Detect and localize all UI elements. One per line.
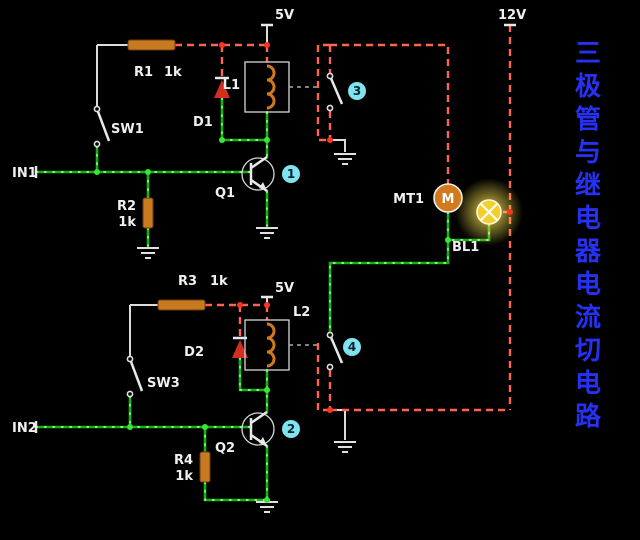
wire-segment	[203, 425, 269, 502]
title-char: 极	[575, 72, 602, 102]
wire-dots-overlay	[239, 357, 268, 413]
title-char: 电	[575, 369, 601, 399]
wire-segment	[330, 43, 450, 184]
terminal-in1[interactable]: IN1	[12, 166, 38, 181]
motor-letter: M	[442, 192, 455, 207]
wire-dots-overlay	[329, 239, 449, 333]
badge-4: 4	[343, 338, 361, 356]
transistor-q2[interactable]: Q2	[215, 410, 275, 456]
relay-coil-l2[interactable]: L2	[244, 305, 310, 371]
switch-sw1[interactable]: SW1	[93, 105, 144, 148]
q1-label: Q1	[215, 186, 235, 201]
badge-3: 3	[348, 82, 366, 100]
resistor-r2[interactable]: R2 1k	[117, 197, 154, 230]
d2-label: D2	[184, 345, 204, 360]
l1-label: L1	[223, 78, 240, 93]
r3-ref-label: R3	[178, 274, 197, 289]
wire-segment	[96, 44, 128, 106]
title-char: 与	[575, 138, 601, 168]
badge-3-number: 3	[353, 84, 361, 98]
wire-segment	[238, 356, 269, 414]
switch-sw3[interactable]: SW3	[126, 355, 180, 398]
wire-segment	[328, 238, 450, 334]
badge-1-number: 1	[287, 167, 295, 181]
diode-d2[interactable]: D2	[184, 336, 248, 360]
badge-2: 2	[282, 420, 300, 438]
r2-ref-label: R2	[117, 199, 136, 214]
wire-segment	[330, 409, 346, 440]
title-char: 流	[575, 303, 601, 333]
green-wires-dots	[35, 97, 490, 501]
relay-contact-3[interactable]	[326, 72, 344, 112]
resistor-r3[interactable]: R3 1k	[157, 274, 228, 311]
l2-label: L2	[293, 305, 310, 320]
terminal-5v-bottom-label: 5V	[275, 281, 294, 296]
wire-dots-overlay	[221, 97, 268, 158]
mt1-label: MT1	[393, 192, 424, 207]
bl1-label: BL1	[452, 240, 479, 255]
ground-symbol-contact4	[334, 441, 356, 453]
terminal-in2[interactable]: IN2	[12, 421, 38, 436]
junction-dots	[94, 42, 513, 503]
title-char: 切	[575, 336, 601, 366]
terminal-5v-bottom[interactable]: 5V	[261, 281, 294, 299]
relay-contact-4[interactable]	[326, 331, 344, 371]
wire-segment	[330, 139, 346, 152]
badge-1: 1	[282, 165, 300, 183]
title-char: 器	[574, 237, 602, 267]
terminal-5v-top-label: 5V	[275, 8, 294, 23]
terminal-12v[interactable]: 12V	[498, 8, 526, 27]
wire-segment	[205, 303, 269, 320]
ground-symbol-r2	[137, 247, 159, 259]
ground-symbol-contact3	[334, 153, 356, 165]
ground-symbol-q1	[256, 227, 278, 239]
title-char: 电	[575, 270, 601, 300]
sw3-label: SW3	[147, 376, 180, 391]
r1-value-label: 1k	[164, 65, 182, 80]
wire-segment	[316, 43, 332, 142]
terminal-in1-label: IN1	[12, 166, 37, 181]
ground-symbol-q2	[256, 501, 278, 513]
transistor-q1[interactable]: Q1	[215, 155, 275, 201]
neutral-wires	[96, 25, 346, 440]
motor-mt1[interactable]: M MT1	[393, 183, 463, 213]
wire-dots-overlay	[447, 223, 490, 241]
wire-segment	[129, 304, 158, 356]
resistor-r4[interactable]: R4 1k	[174, 451, 211, 484]
diode-d1[interactable]: D1	[193, 76, 230, 130]
wire-segment	[316, 340, 510, 412]
lamp-bl1[interactable]: BL1	[452, 178, 523, 255]
r2-value-label: 1k	[118, 215, 136, 230]
title-char: 管	[575, 105, 601, 135]
r3-value-label: 1k	[210, 274, 228, 289]
title-char: 路	[575, 401, 602, 432]
wire-dots-overlay	[204, 426, 268, 501]
relay-coil-l1[interactable]: L1	[223, 61, 290, 113]
badge-4-number: 4	[348, 340, 356, 354]
r4-value-label: 1k	[175, 469, 193, 484]
sw1-label: SW1	[111, 122, 144, 137]
terminal-5v-top[interactable]: 5V	[261, 8, 294, 27]
r1-ref-label: R1	[134, 65, 153, 80]
title-char: 继	[575, 170, 601, 201]
q2-label: Q2	[215, 441, 235, 456]
title-char: 电	[575, 204, 601, 234]
r4-ref-label: R4	[174, 453, 193, 468]
resistor-r1[interactable]: R1 1k	[127, 39, 182, 80]
terminal-in2-label: IN2	[12, 421, 37, 436]
title-char: 三	[575, 39, 601, 69]
terminal-12v-label: 12V	[498, 8, 526, 23]
badge-2-number: 2	[287, 422, 295, 436]
page-title: 三 极 管 与 继 电 器 电 流 切 电 路	[574, 39, 602, 432]
d1-label: D1	[193, 115, 213, 130]
